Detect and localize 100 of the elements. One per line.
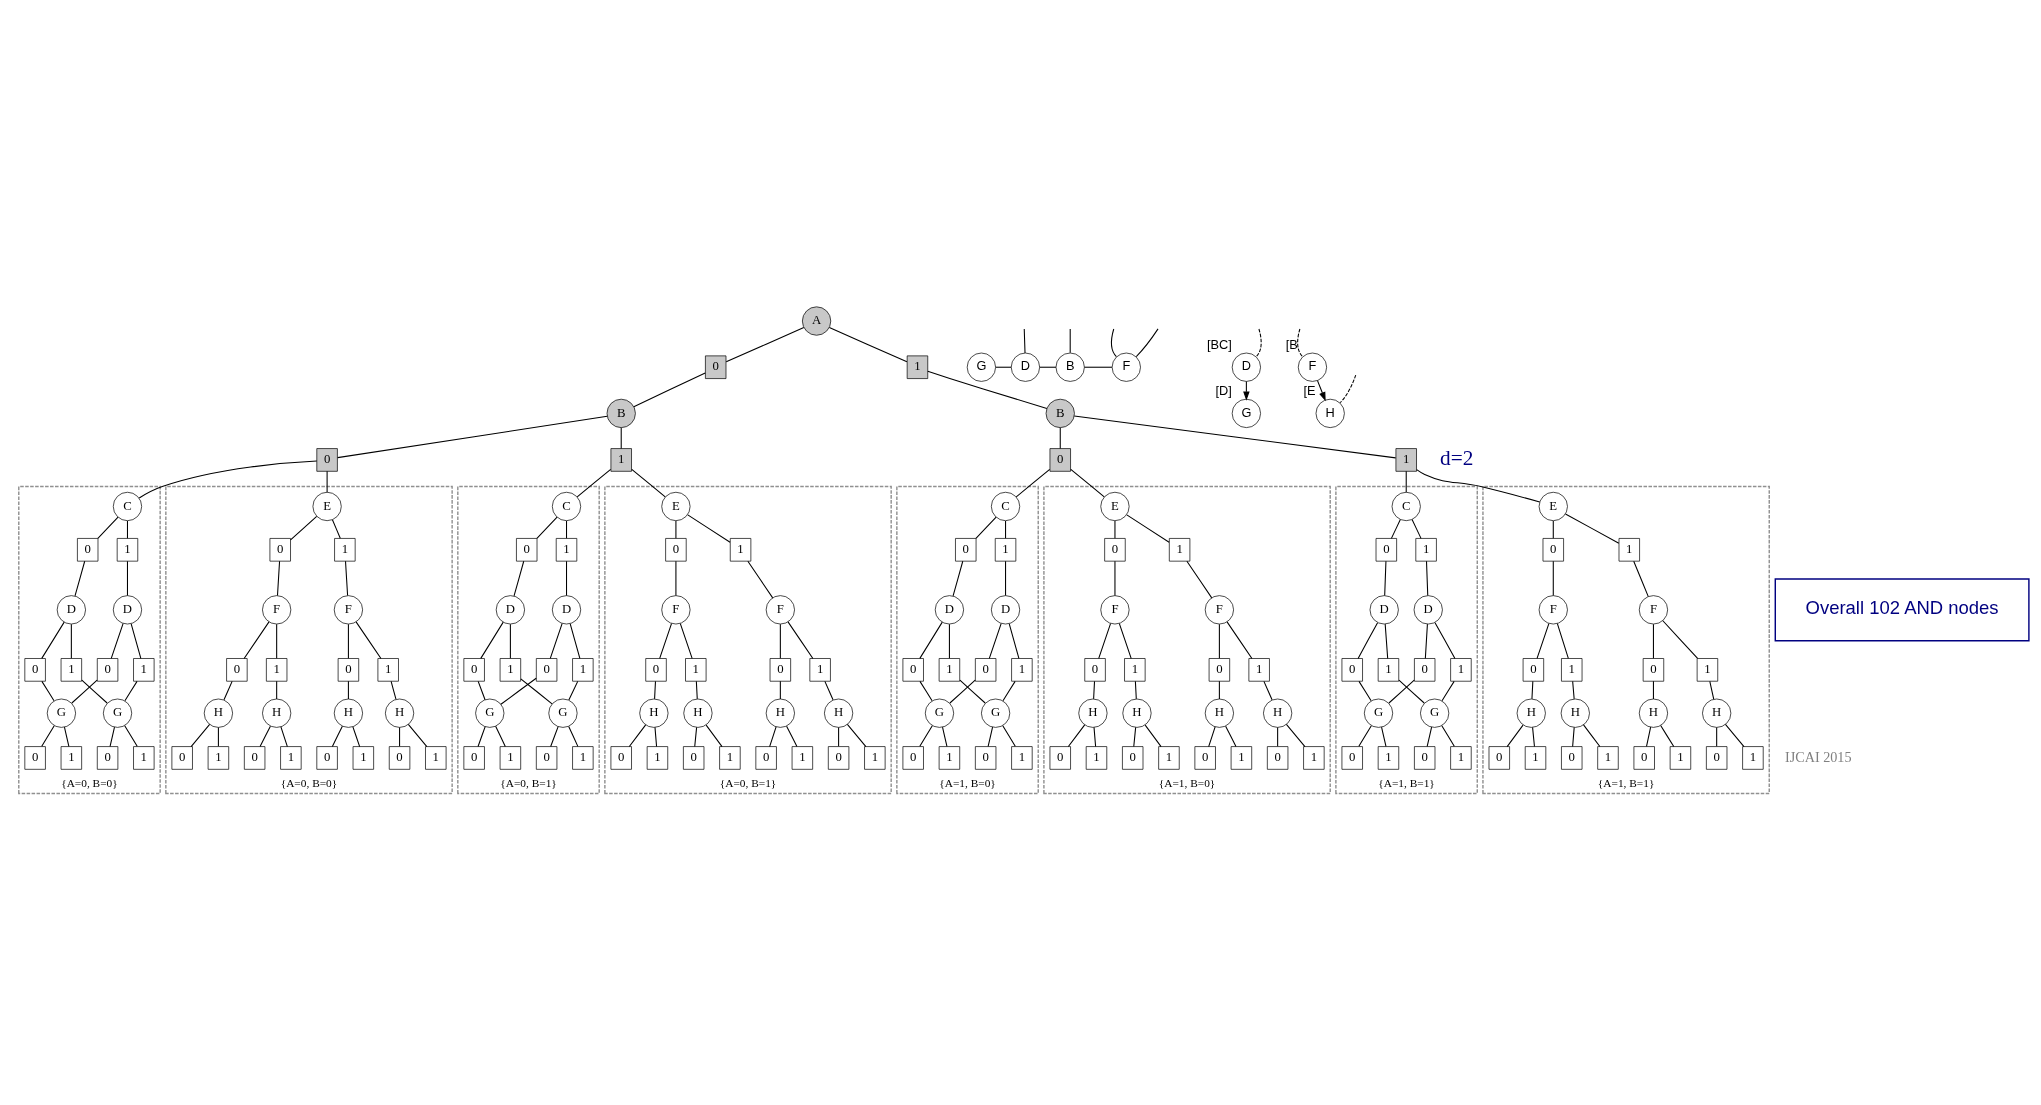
connector bbox=[1001, 680, 1016, 701]
connector bbox=[948, 679, 976, 704]
connector bbox=[565, 519, 567, 539]
node-circle: H bbox=[638, 698, 668, 728]
connector bbox=[779, 680, 781, 699]
connector bbox=[222, 680, 233, 700]
connector bbox=[390, 680, 396, 700]
connector bbox=[1276, 726, 1278, 747]
node-box: 0 bbox=[463, 657, 485, 682]
node-circle: B bbox=[1055, 352, 1085, 382]
node-circle: F bbox=[1111, 352, 1141, 382]
connector bbox=[275, 623, 277, 659]
connector bbox=[1530, 680, 1533, 699]
node-box: 0 bbox=[171, 745, 193, 770]
connector bbox=[1185, 560, 1212, 598]
connector bbox=[1207, 725, 1216, 747]
connector bbox=[658, 622, 672, 659]
node-box: 1 bbox=[279, 745, 302, 770]
node-circle: H bbox=[203, 698, 233, 728]
connector bbox=[679, 622, 693, 659]
node-box: 1 bbox=[1302, 745, 1325, 770]
label: d=2 bbox=[1439, 445, 1473, 470]
node-box: 1 bbox=[1248, 657, 1270, 682]
node-box: 0 bbox=[1121, 745, 1143, 770]
node-box: 0 bbox=[76, 537, 98, 562]
connector bbox=[1067, 723, 1085, 747]
node-box: 0 bbox=[1633, 745, 1655, 770]
node-circle: H bbox=[384, 698, 414, 728]
node-box: 0 bbox=[1560, 745, 1582, 770]
node-circle: H bbox=[1121, 698, 1152, 728]
connector bbox=[535, 516, 558, 539]
connector bbox=[653, 726, 657, 747]
connector bbox=[351, 725, 360, 747]
node-box: 1 bbox=[938, 657, 960, 682]
node-circle: G bbox=[924, 698, 954, 728]
connector bbox=[479, 621, 504, 659]
node-box: 0 bbox=[1642, 657, 1664, 682]
connector bbox=[74, 560, 85, 596]
node-circle: G bbox=[966, 352, 996, 382]
connector bbox=[948, 623, 950, 659]
connector bbox=[941, 726, 947, 747]
connector bbox=[1724, 723, 1744, 747]
connector bbox=[509, 623, 511, 659]
connector bbox=[958, 679, 986, 704]
connector bbox=[276, 560, 280, 596]
node-circle: H bbox=[1315, 398, 1345, 428]
connector bbox=[918, 680, 933, 701]
connector bbox=[1440, 724, 1455, 747]
connector bbox=[477, 680, 486, 700]
node-box: 0 bbox=[644, 657, 667, 682]
connector bbox=[1708, 680, 1714, 700]
node-box: 0 bbox=[315, 447, 338, 472]
node-circle: G bbox=[1419, 698, 1449, 728]
node-box: 1 bbox=[1449, 657, 1472, 682]
connector bbox=[1536, 622, 1549, 659]
connector bbox=[1384, 623, 1388, 659]
node-circle: C bbox=[1391, 491, 1421, 521]
node-box: 0 bbox=[23, 657, 46, 682]
node-box: 1 bbox=[938, 745, 960, 770]
node-box: 1 bbox=[333, 537, 355, 562]
node-box: 1 bbox=[994, 537, 1016, 562]
connector bbox=[705, 724, 723, 747]
connector bbox=[347, 680, 349, 699]
connector bbox=[695, 680, 698, 699]
connector bbox=[1441, 680, 1455, 701]
node-box: 0 bbox=[1103, 537, 1126, 562]
node-box: 0 bbox=[1266, 745, 1288, 770]
connector bbox=[217, 726, 219, 747]
connector bbox=[1008, 622, 1019, 659]
connector bbox=[1144, 724, 1162, 747]
connector bbox=[1506, 724, 1524, 747]
node-box: 0 bbox=[769, 657, 791, 682]
connector bbox=[567, 725, 578, 747]
node-box: 1 bbox=[863, 745, 885, 770]
node-box: 0 bbox=[1488, 745, 1510, 770]
node-box: 1 bbox=[1010, 657, 1033, 682]
node-circle: E bbox=[1538, 491, 1568, 521]
node-box: 0 bbox=[1341, 745, 1363, 770]
node-circle: H bbox=[1516, 698, 1546, 728]
node-box: 1 bbox=[646, 745, 668, 770]
connector bbox=[1390, 518, 1401, 539]
node-box: 0 bbox=[96, 745, 118, 770]
connector bbox=[1552, 560, 1554, 596]
connector bbox=[1069, 468, 1105, 497]
node-circle: H bbox=[1638, 698, 1668, 728]
node-circle: D bbox=[1231, 352, 1261, 382]
node-box: 0 bbox=[1705, 745, 1727, 770]
connector bbox=[96, 516, 119, 539]
node-box: 1 bbox=[718, 745, 741, 770]
connector bbox=[80, 679, 108, 704]
connector bbox=[123, 680, 138, 701]
connector bbox=[1023, 327, 1026, 354]
node-box: 1 bbox=[352, 745, 374, 770]
node-box: 0 bbox=[1413, 657, 1435, 682]
node-circle: H bbox=[333, 698, 363, 728]
node-circle: H bbox=[1262, 698, 1292, 728]
node-box: 1 bbox=[906, 355, 928, 379]
node-circle: H bbox=[261, 698, 291, 728]
connector bbox=[259, 725, 271, 747]
node-circle: H bbox=[1204, 698, 1234, 728]
